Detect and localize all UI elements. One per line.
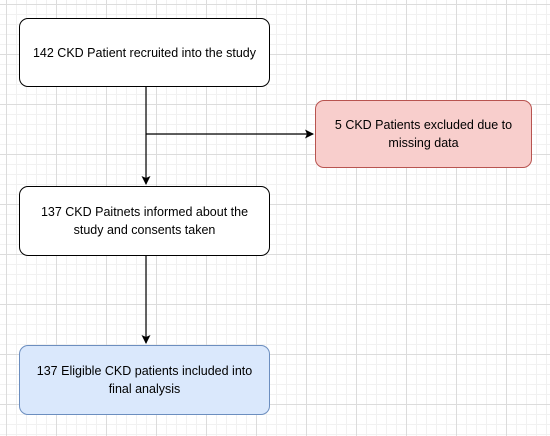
- node-informed-consent[interactable]: 137 CKD Paitnets informed about the stud…: [19, 186, 270, 256]
- node-recruited-patients[interactable]: 142 CKD Patient recruited into the study: [19, 18, 270, 87]
- node-eligible-patients[interactable]: 137 Eligible CKD patients included into …: [19, 345, 270, 415]
- node-excluded-patients[interactable]: 5 CKD Patients excluded due to missing d…: [315, 100, 532, 168]
